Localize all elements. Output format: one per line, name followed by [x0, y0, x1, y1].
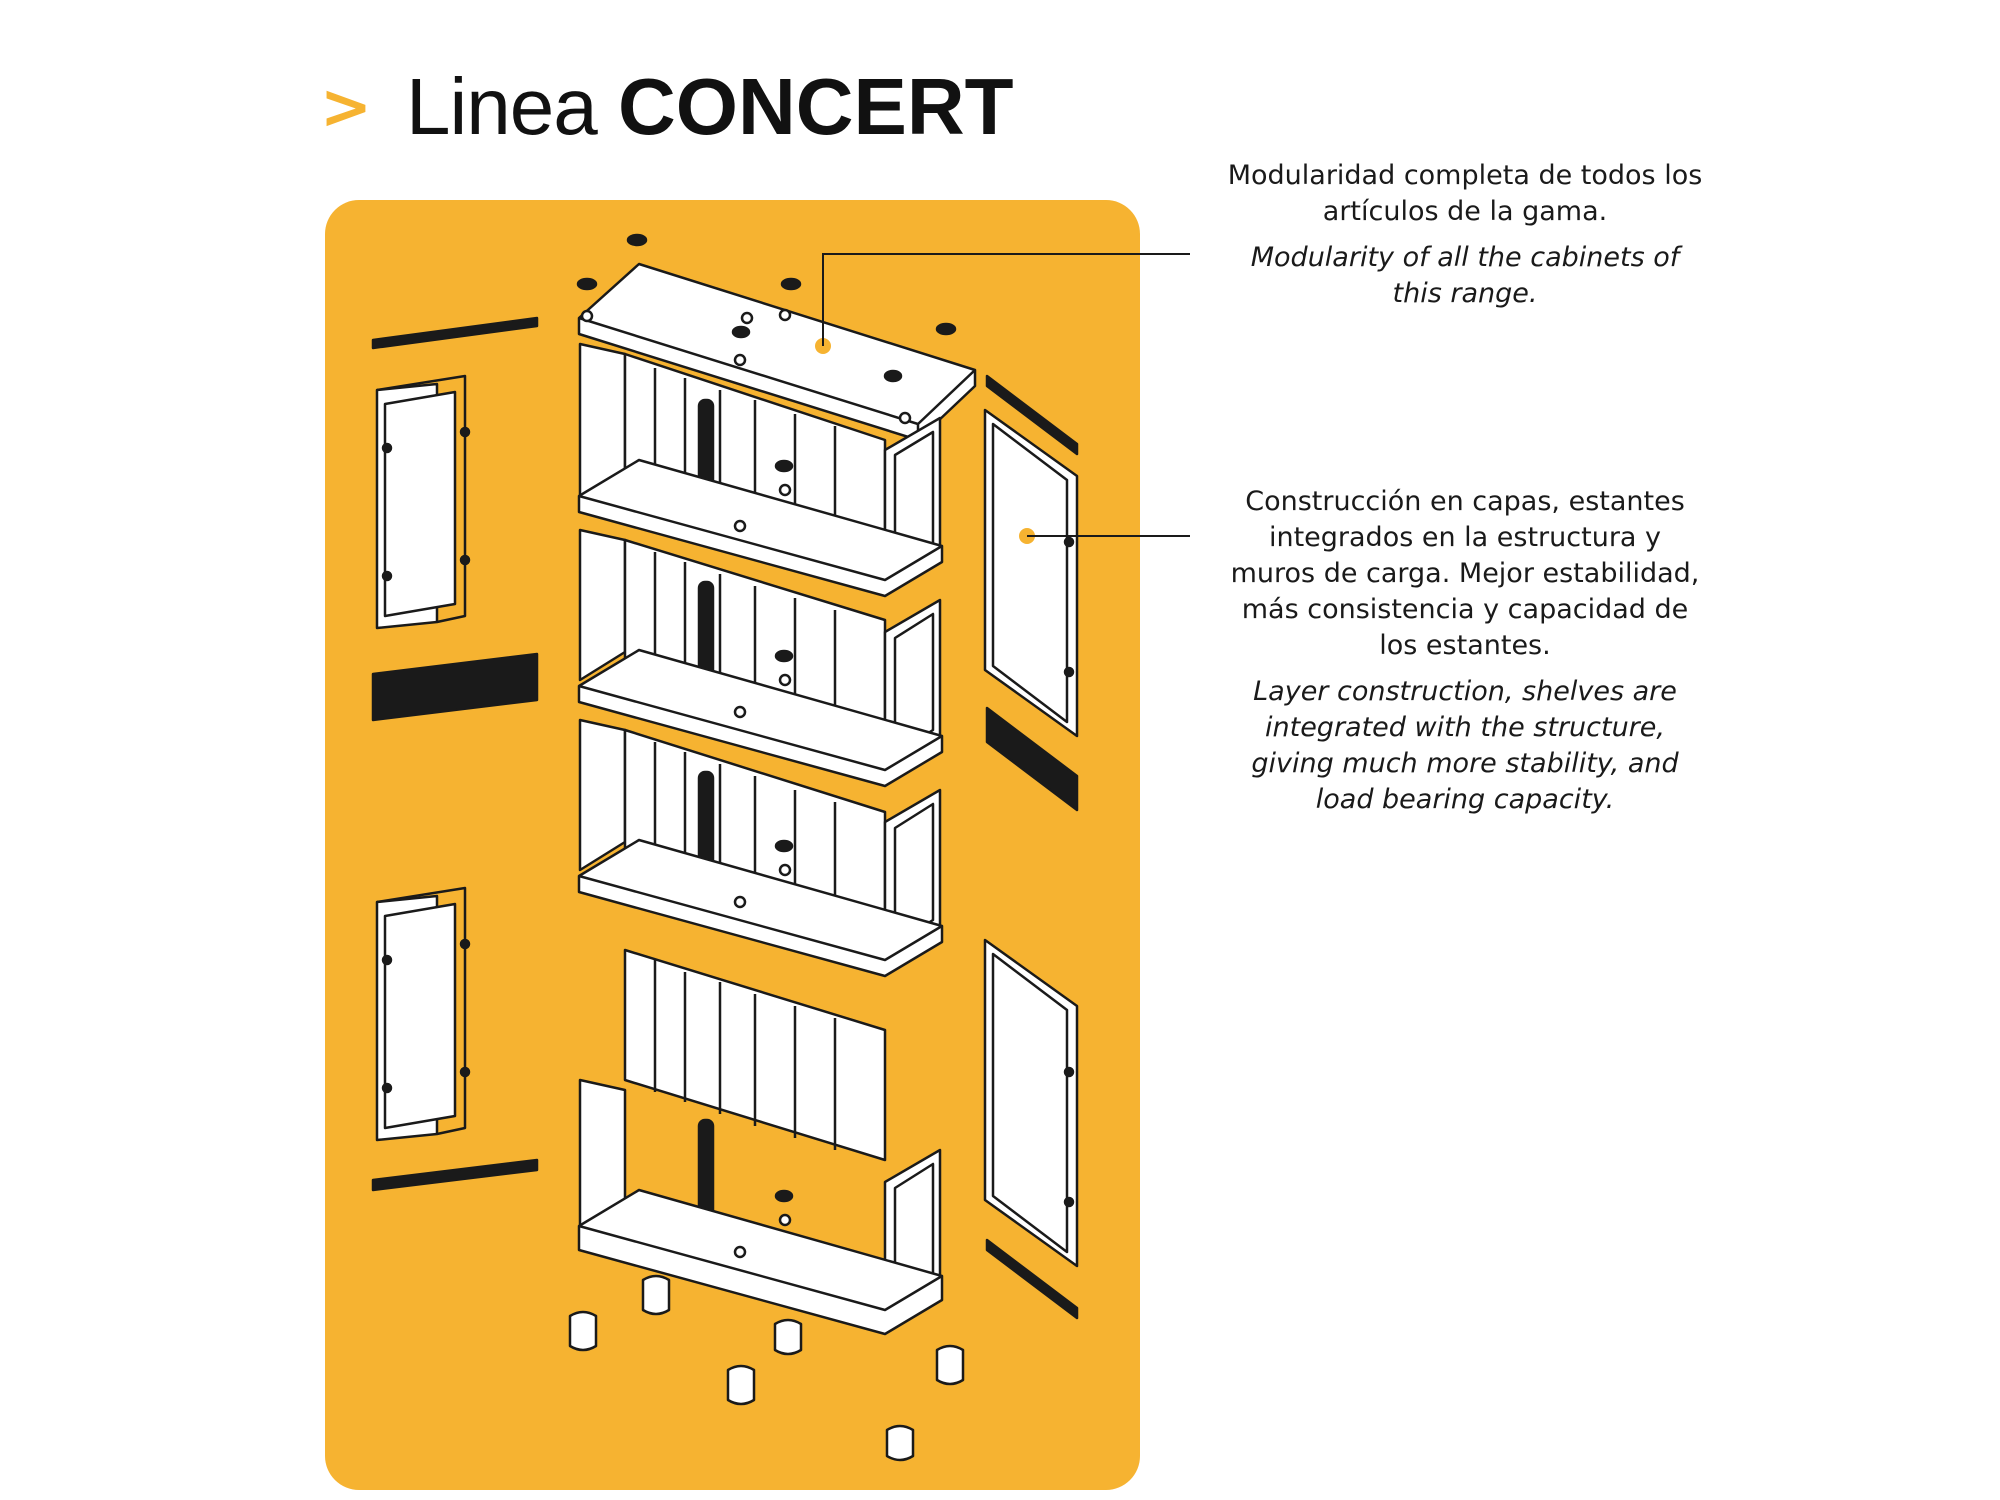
- bottom-shelf: [577, 1188, 944, 1336]
- exploded-cabinet-illustration: [371, 233, 1079, 1462]
- feet: [568, 1274, 965, 1462]
- callout-construction-en: Layer construction, shelves are integrat…: [1251, 676, 1679, 815]
- left-door-bottom: [375, 886, 471, 1142]
- left-rails: [371, 316, 539, 1192]
- callout-dot-2: [1019, 528, 1035, 544]
- right-door-bottom: [983, 938, 1079, 1268]
- chevron-right-icon: >: [320, 70, 372, 143]
- page-title: > Linea CONCERT: [320, 52, 1013, 162]
- callout-modularity-en: Modularity of all the cabinets of this r…: [1250, 242, 1680, 309]
- shelf-2: [577, 648, 944, 788]
- left-door-top: [375, 374, 471, 630]
- callout-modularity: Modularidad completa de todos los artícu…: [1225, 158, 1705, 312]
- shelf-1: [577, 458, 944, 598]
- right-rails: [985, 374, 1079, 1320]
- title-bold: CONCERT: [617, 62, 1014, 151]
- callout-dot-1: [815, 338, 831, 354]
- shelf-3: [577, 838, 944, 978]
- title-text: Linea CONCERT: [406, 67, 1014, 147]
- callout-construction: Construcción en capas, estantes integrad…: [1225, 484, 1705, 818]
- callout-modularity-es: Modularidad completa de todos los artícu…: [1227, 160, 1703, 227]
- title-light: Linea: [405, 62, 598, 151]
- callout-construction-es: Construcción en capas, estantes integrad…: [1230, 486, 1700, 661]
- right-door-top: [983, 408, 1079, 738]
- top-slab: [577, 262, 977, 442]
